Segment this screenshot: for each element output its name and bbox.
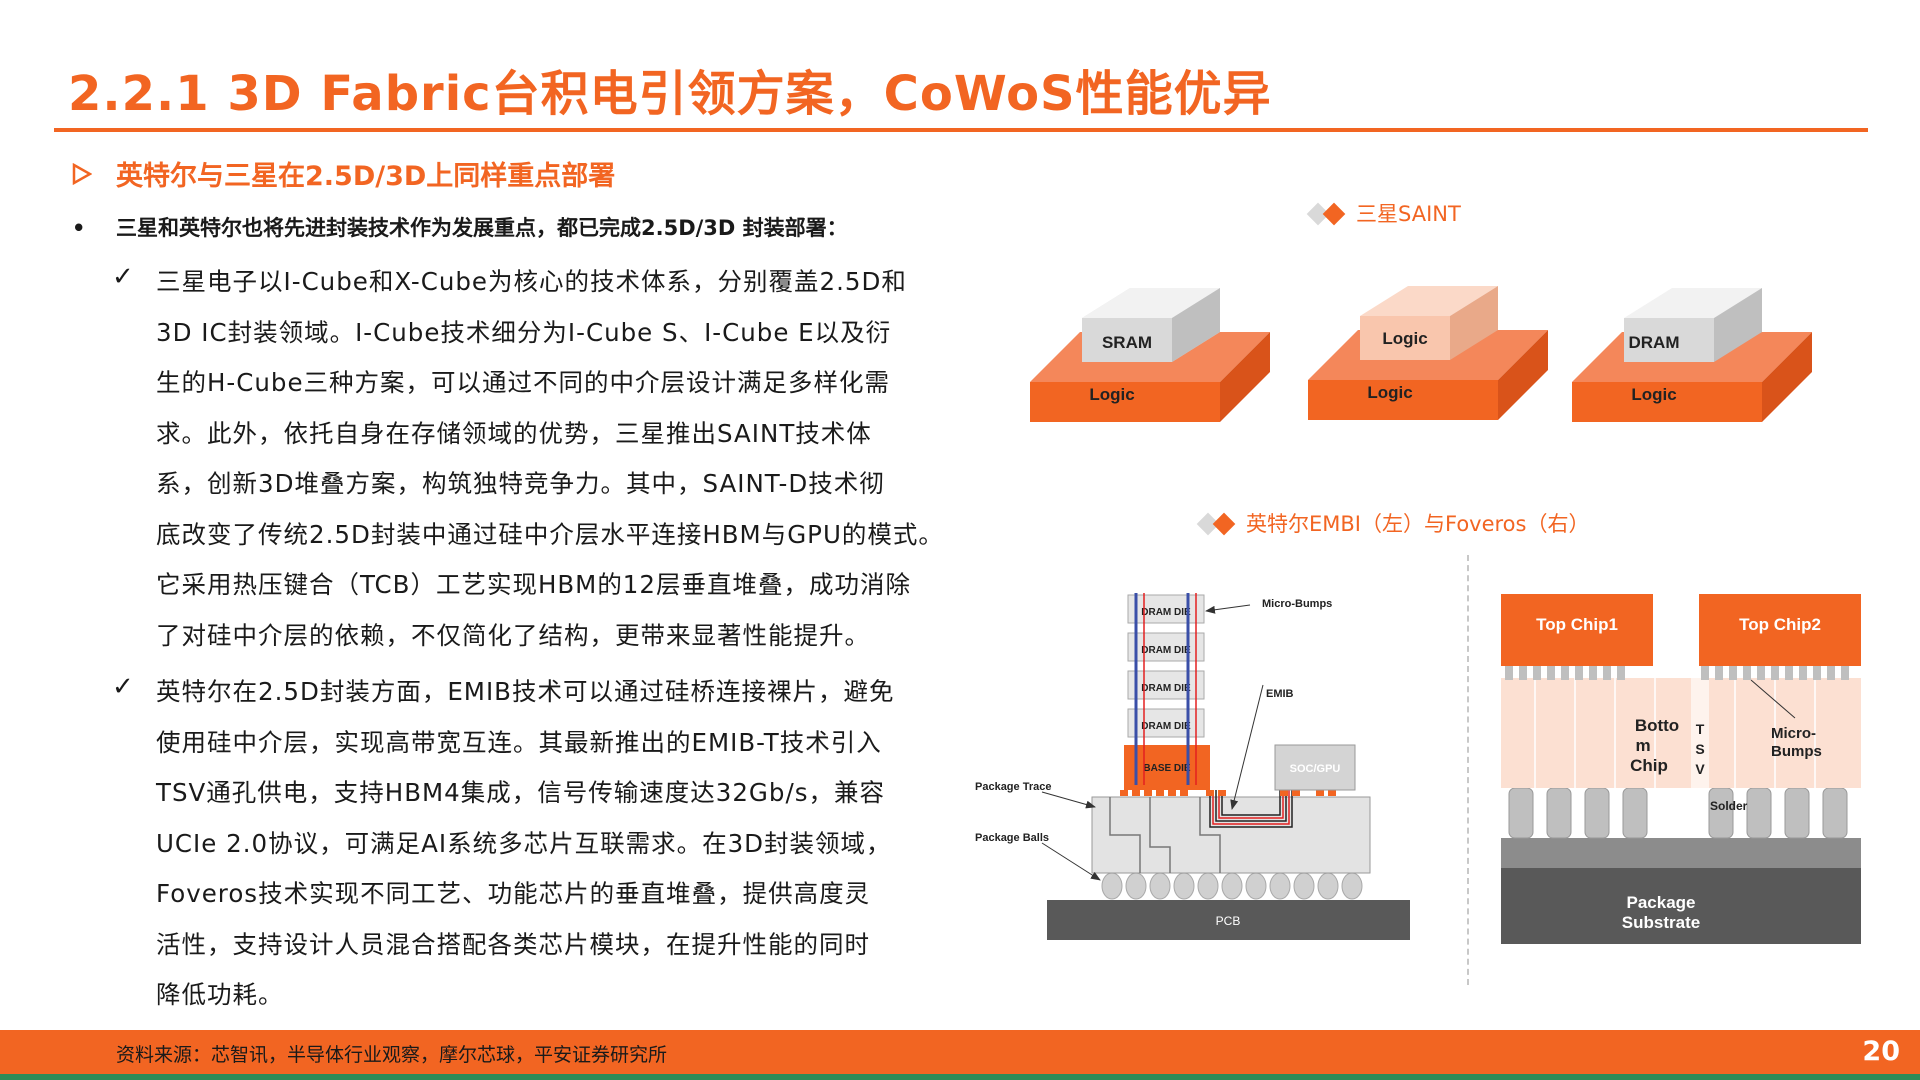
subheading-text: 英特尔与三星在2.5D/3D上同样重点部署 bbox=[116, 161, 616, 192]
check-mark-icon: ✓ bbox=[112, 672, 134, 702]
foveros-bottom-chip-label: m bbox=[1635, 736, 1650, 755]
footer-accent-line bbox=[0, 1074, 1920, 1080]
foveros-solder-label: Solder bbox=[1710, 799, 1748, 813]
paragraph-line: 它采用热压键合（TCB）工艺实现HBM的12层垂直堆叠，成功消除 bbox=[156, 570, 911, 599]
saint-top-label: DRAM bbox=[1629, 333, 1680, 352]
intel-emib-diagram: PCB BASE DIE DRAM DIE DRAM DIE DRAM bbox=[975, 593, 1410, 940]
paragraph-line: 系，创新3D堆叠方案，构筑独特竞争力。其中，SAINT-D技术彻 bbox=[156, 469, 885, 498]
paragraph-line: 了对硅中介层的依赖，不仅简化了结构，更带来显著性能提升。 bbox=[156, 620, 870, 650]
saint-bottom-label: Logic bbox=[1367, 383, 1412, 402]
foveros-micro-bumps-label: Bumps bbox=[1771, 743, 1822, 760]
paragraph-line: TSV通孔供电，支持HBM4集成，信号传输速度达32Gb/s，兼容 bbox=[156, 778, 885, 807]
foveros-micro-bumps-label: Micro- bbox=[1771, 725, 1816, 742]
package-balls bbox=[1101, 872, 1363, 900]
saint-top-label: SRAM bbox=[1102, 333, 1152, 352]
emib-dram-label: DRAM DIE bbox=[1141, 607, 1191, 618]
emib-bridge-traces bbox=[1209, 790, 1293, 828]
emib-micro-bumps-label: Micro-Bumps bbox=[1262, 598, 1332, 610]
emib-pcb-label: PCB bbox=[1216, 914, 1241, 928]
paragraph-samsung: 三星电子以I-Cube和X-Cube为核心的技术体系，分别覆盖2.5D和 3D … bbox=[156, 257, 956, 661]
foveros-tsv-label: S bbox=[1695, 741, 1704, 757]
emib-package-trace-label: Package Trace bbox=[975, 781, 1051, 793]
legend-intel: 英特尔EMBI（左）与Foveros（右） bbox=[1196, 508, 1589, 538]
legend-samsung-label: 三星SAINT bbox=[1356, 202, 1461, 226]
paragraph-line: 活性，支持设计人员混合搭配各类芯片模块，在提升性能的同时 bbox=[156, 929, 870, 959]
bullet-text: 三星和英特尔也将先进封装技术作为发展重点，都已完成2.5D/3D 封装部署： bbox=[116, 216, 848, 240]
emib-label: EMIB bbox=[1266, 688, 1294, 700]
paragraph-line: 生的H-Cube三种方案，可以通过不同的中介层设计满足多样化需 bbox=[156, 368, 891, 397]
bullet-mark: • bbox=[72, 216, 86, 240]
solder-bumps bbox=[1508, 787, 1848, 839]
micro-bumps bbox=[1505, 666, 1849, 680]
paragraph-line: 求。此外，依托自身在存储领域的优势，三星推出SAINT技术体 bbox=[156, 418, 872, 448]
emib-dram-label: DRAM DIE bbox=[1141, 721, 1191, 732]
saint-bottom-label: Logic bbox=[1089, 385, 1134, 404]
emib-dram-label: DRAM DIE bbox=[1141, 683, 1191, 694]
dram-stack: DRAM DIE DRAM DIE DRAM DIE DRAM DIE bbox=[1127, 593, 1205, 785]
foveros-tsv-label: V bbox=[1695, 761, 1705, 777]
saint-block-logic: Logic Logic bbox=[1308, 286, 1548, 420]
paragraph-line: 3D IC封装领域。I-Cube技术细分为I-Cube S、I-Cube E以及… bbox=[156, 317, 892, 347]
title-divider bbox=[54, 128, 1868, 132]
paragraph-line: 三星电子以I-Cube和X-Cube为核心的技术体系，分别覆盖2.5D和 bbox=[156, 267, 907, 296]
emib-base-die-label: BASE DIE bbox=[1143, 763, 1191, 774]
paragraph-line: 使用硅中介层，实现高带宽互连。其最新推出的EMIB-T技术引入 bbox=[156, 727, 882, 757]
paragraph-line: 英特尔在2.5D封装方面，EMIB技术可以通过硅桥连接裸片，避免 bbox=[156, 677, 895, 706]
intel-foveros-diagram: Package Substrate Botto m Chip T S V Mic… bbox=[1501, 594, 1861, 944]
paragraph-line: 降低功耗。 bbox=[156, 980, 284, 1009]
foveros-tsv-label: T bbox=[1696, 721, 1705, 737]
emib-package-balls-label: Package Balls bbox=[975, 832, 1049, 844]
saint-bottom-label: Logic bbox=[1631, 385, 1676, 404]
saint-top-label: Logic bbox=[1382, 329, 1427, 348]
paragraph-intel: 英特尔在2.5D封装方面，EMIB技术可以通过硅桥连接裸片，避免 使用硅中介层，… bbox=[156, 667, 956, 1021]
micro-bump-row bbox=[1120, 790, 1336, 796]
diamond-icon bbox=[1196, 512, 1240, 536]
bullet-item: • 三星和英特尔也将先进封装技术作为发展重点，都已完成2.5D/3D 封装部署： bbox=[72, 212, 848, 242]
foveros-bottom-chip-label: Botto bbox=[1635, 716, 1679, 735]
page-title: 2.2.1 3D Fabric台积电引领方案，CoWoS性能优异 bbox=[68, 66, 1272, 122]
saint-block-dram: DRAM Logic bbox=[1572, 288, 1812, 422]
paragraph-line: 底改变了传统2.5D封装中通过硅中介层水平连接HBM与GPU的模式。 bbox=[156, 519, 944, 549]
foveros-top-chip1-label: Top Chip1 bbox=[1536, 615, 1618, 634]
check-mark-icon: ✓ bbox=[112, 262, 134, 292]
page-number: 20 bbox=[1862, 1036, 1900, 1067]
saint-block-sram: SRAM Logic bbox=[1030, 288, 1270, 422]
arrow-right-icon bbox=[72, 161, 94, 192]
foveros-substrate-label: Substrate bbox=[1622, 913, 1700, 932]
section-subheading: 英特尔与三星在2.5D/3D上同样重点部署 bbox=[72, 154, 615, 193]
source-note: 资料来源：芯智讯，半导体行业观察，摩尔芯球，平安证券研究所 bbox=[116, 1044, 668, 1066]
foveros-substrate-label: Package bbox=[1627, 893, 1696, 912]
footer-bar bbox=[0, 1030, 1920, 1074]
paragraph-line: UCIe 2.0协议，可满足AI系统多芯片互联需求。在3D封装领域， bbox=[156, 828, 892, 858]
legend-samsung-saint: 三星SAINT bbox=[1306, 198, 1461, 228]
diagram-divider bbox=[1467, 555, 1469, 985]
diamond-icon bbox=[1306, 202, 1350, 226]
samsung-saint-diagram: SRAM Logic Logic Logic DRAM Logic bbox=[1030, 286, 1812, 422]
foveros-top-chip2-label: Top Chip2 bbox=[1739, 615, 1821, 634]
paragraph-line: Foveros技术实现不同工艺、功能芯片的垂直堆叠，提供高度灵 bbox=[156, 879, 871, 908]
emib-soc-gpu-label: SOC/GPU bbox=[1290, 763, 1341, 775]
emib-dram-label: DRAM DIE bbox=[1141, 645, 1191, 656]
legend-intel-label: 英特尔EMBI（左）与Foveros（右） bbox=[1246, 512, 1590, 536]
foveros-bottom-chip-label: Chip bbox=[1630, 756, 1668, 775]
